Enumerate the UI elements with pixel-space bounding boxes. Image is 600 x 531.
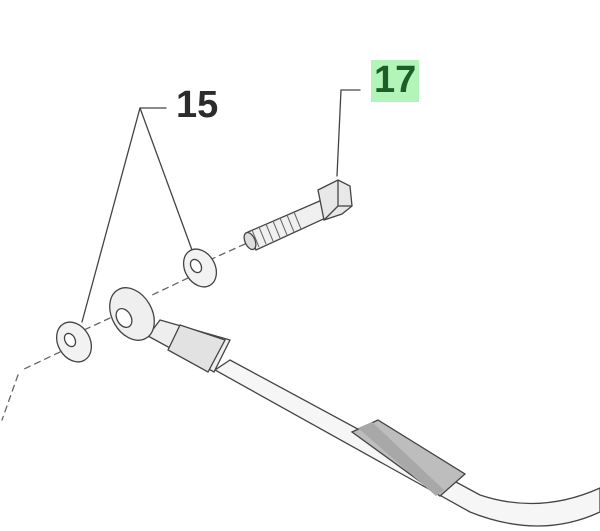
callout-15[interactable]: 15 bbox=[176, 84, 219, 126]
leader-line-15 bbox=[81, 107, 193, 323]
washer-upper-15 bbox=[182, 248, 218, 288]
bolt-part-17 bbox=[243, 179, 353, 251]
brake-hose bbox=[109, 287, 600, 527]
leader-line-17 bbox=[336, 89, 361, 177]
washer-lower-15 bbox=[55, 321, 93, 363]
callout-17-highlighted[interactable]: 17 bbox=[371, 60, 420, 102]
